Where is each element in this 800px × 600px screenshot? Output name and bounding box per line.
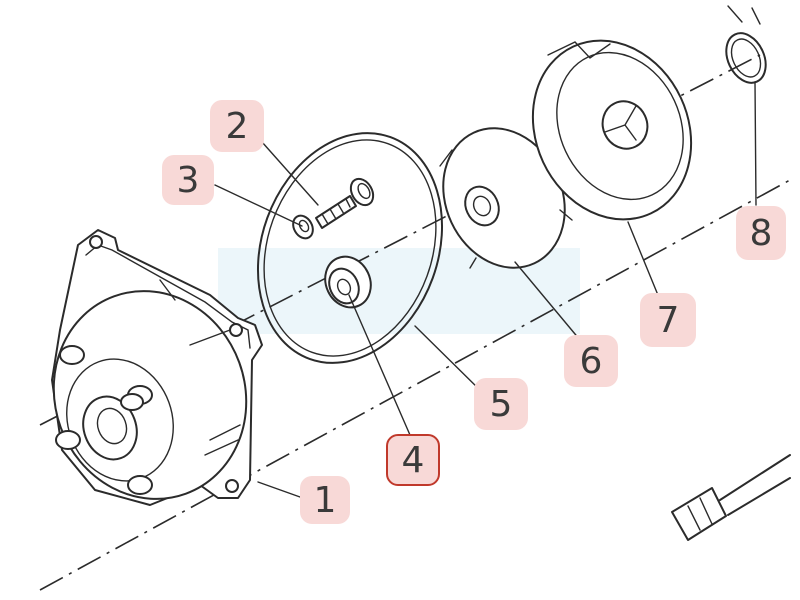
part-2-screw [315,177,375,229]
callout-7: 7 [640,293,696,347]
center-axis-line [39,179,791,591]
hose-fitting [671,454,791,541]
callout-1: 1 [300,476,350,524]
callout-3: 3 [162,155,214,205]
part-1-housing [51,229,263,506]
callout-5: 5 [474,378,528,430]
part-8-o-ring [725,5,767,84]
part-4-bushing [324,255,372,309]
callout-4: 4 [386,434,440,486]
part-3-washer [292,214,314,240]
leader-lines [214,81,757,498]
callout-6: 6 [564,335,618,387]
callout-2: 2 [210,100,264,152]
part-5-gasket [256,132,444,364]
callout-8: 8 [736,206,786,260]
part-7-cover [531,39,693,221]
